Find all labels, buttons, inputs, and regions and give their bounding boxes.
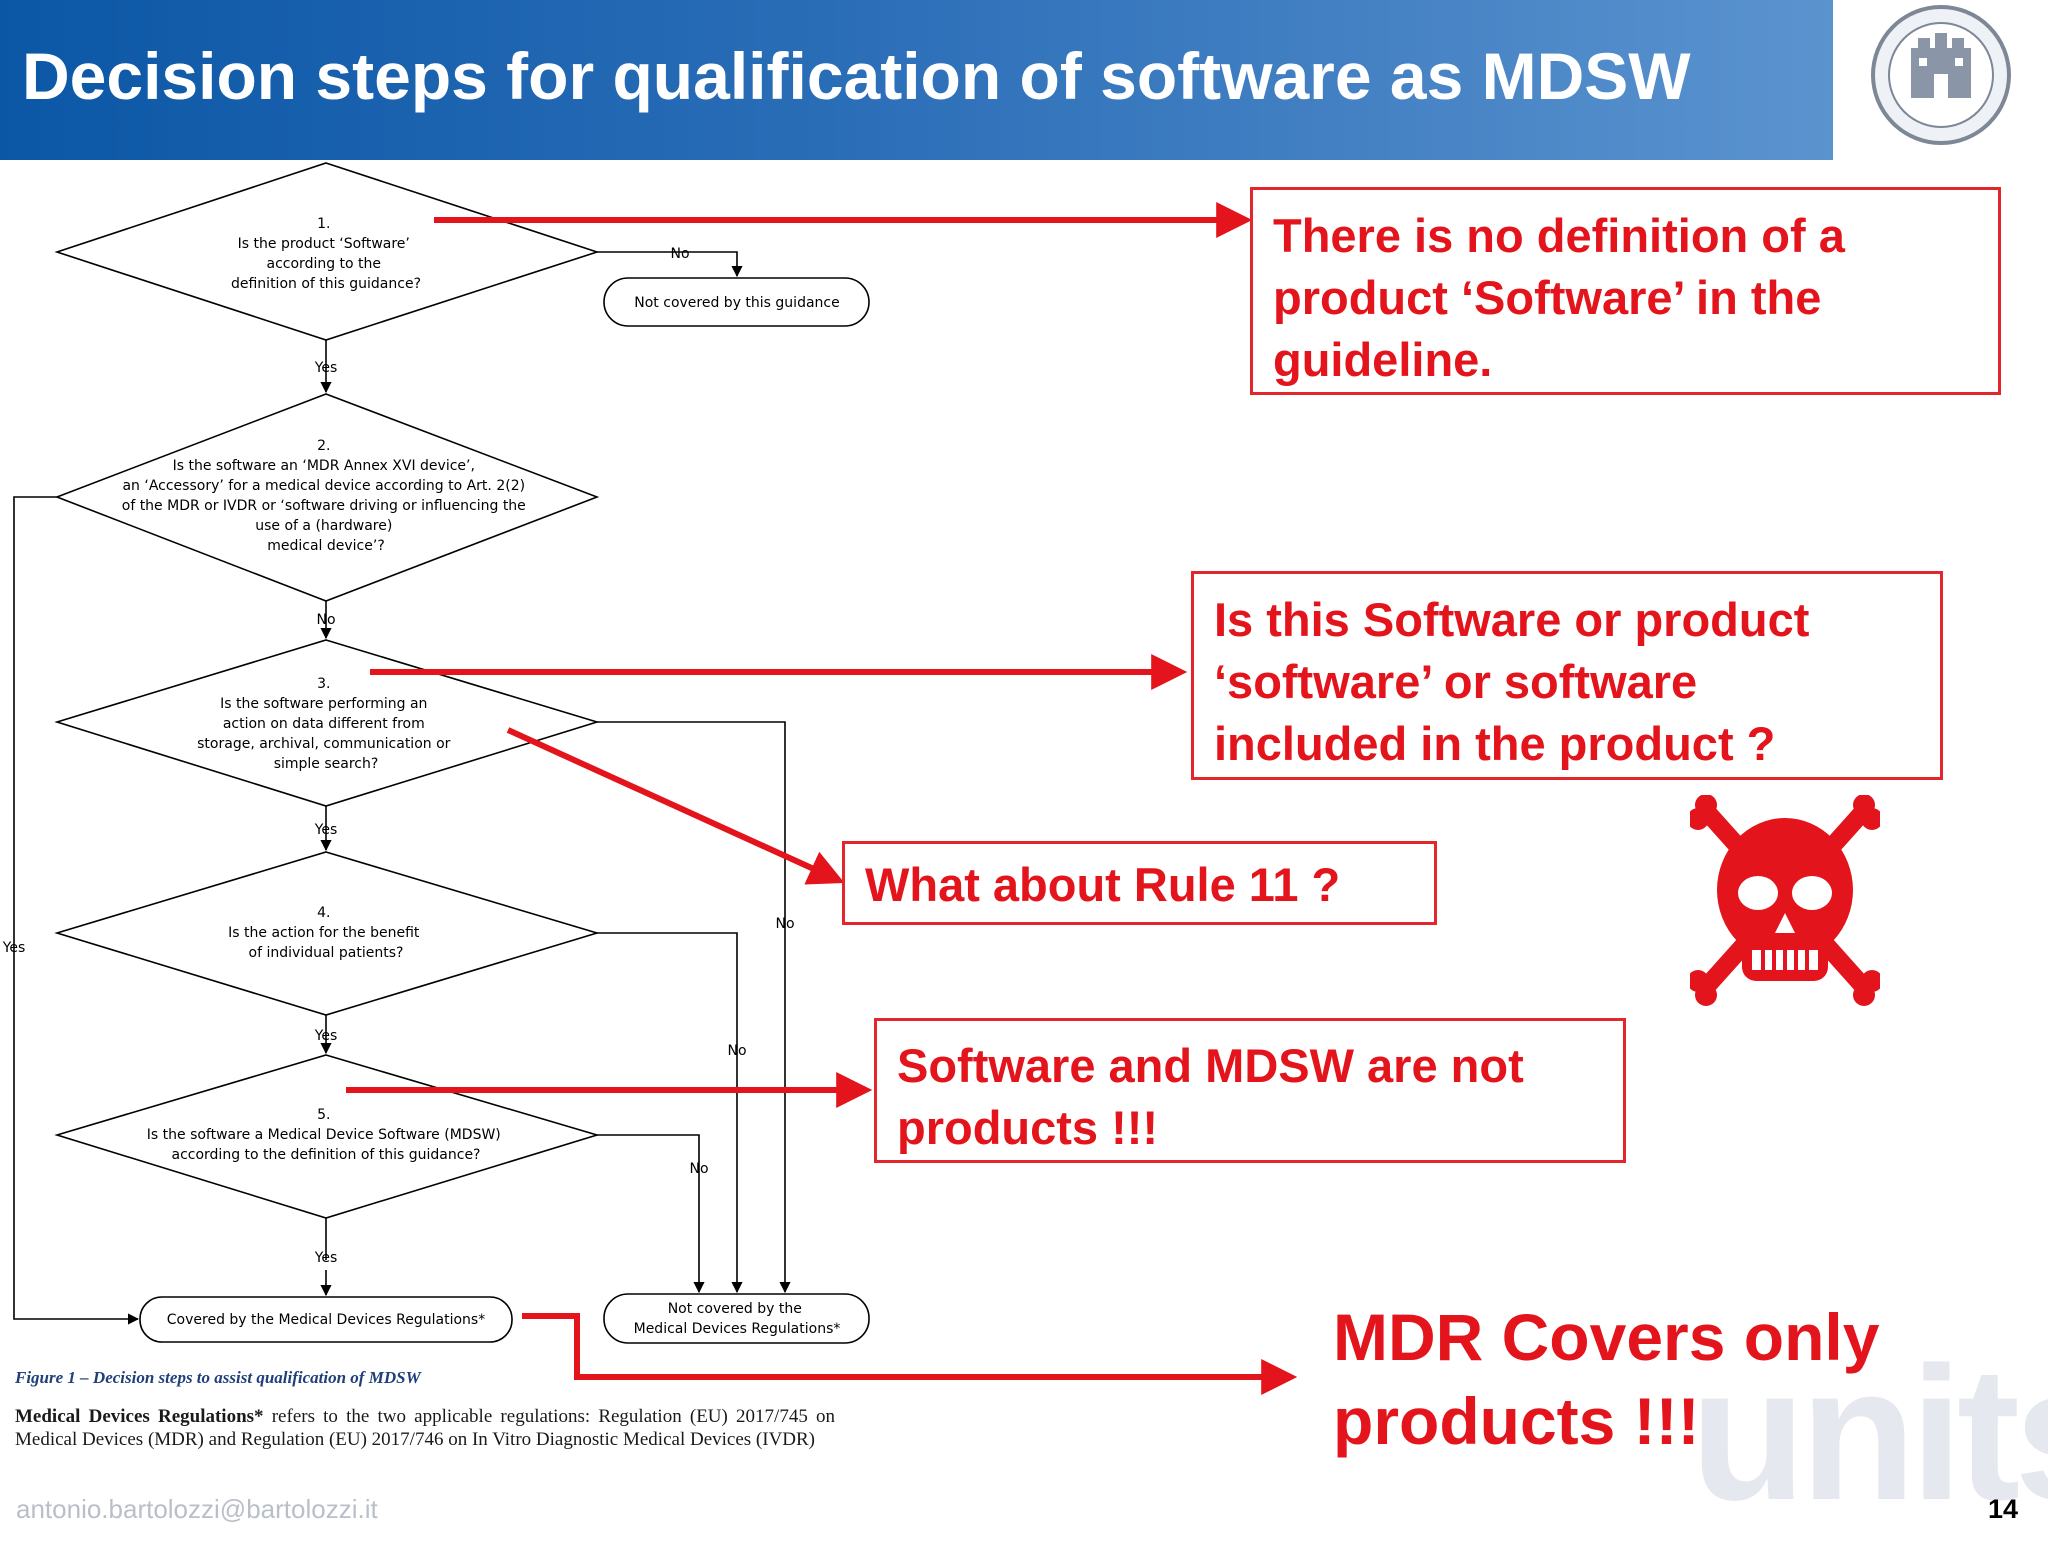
callout-rule-11: What about Rule 11 ? xyxy=(842,841,1437,925)
callout-line: Software and MDSW are not xyxy=(897,1039,1524,1092)
edge-q1-no xyxy=(597,251,743,278)
terminal-not-covered-label: Not covered by the Medical Devices Regul… xyxy=(634,1301,841,1337)
label-q2-no: No xyxy=(316,612,335,628)
label-q3-no: No xyxy=(775,916,794,932)
page-number: 14 xyxy=(1988,1494,2019,1524)
label-q3-yes: Yes xyxy=(314,822,338,838)
footnote: Medical Devices Regulations* refers to t… xyxy=(15,1405,835,1451)
callout-line: product ‘Software’ in the xyxy=(1273,271,1822,324)
watermark-logo: units xyxy=(1690,1328,2048,1540)
footnote-text: refers to the two applicable regulations… xyxy=(15,1406,835,1450)
q3-text: 3. Is the software performing an action … xyxy=(197,676,455,772)
callout-line: guideline. xyxy=(1273,333,1493,386)
callout-not-products: Software and MDSW are not products !!! xyxy=(874,1018,1626,1163)
label-q5-yes: Yes xyxy=(314,1250,338,1266)
terminal-not-guidance xyxy=(603,277,870,327)
label-q4-no: No xyxy=(727,1043,746,1059)
callout-line: ‘software’ or software xyxy=(1214,655,1698,708)
q5-text: 5. Is the software a Medical Device Soft… xyxy=(147,1107,505,1163)
edge-q2-yes xyxy=(13,496,140,1325)
terminal-covered-label: Covered by the Medical Devices Regulatio… xyxy=(167,1312,485,1328)
edge-q4-no xyxy=(597,932,743,1294)
callout-line: There is no definition of a xyxy=(1273,209,1845,262)
terminal-covered xyxy=(139,1296,513,1343)
footnote-term: Medical Devices Regulations* xyxy=(15,1406,264,1427)
university-seal-icon xyxy=(1871,5,2011,145)
red-arrow-5 xyxy=(522,1313,1298,1395)
edge-q3-no xyxy=(597,721,791,1294)
footer-email: antonio.bartolozzi@bartolozzi.it xyxy=(16,1494,378,1524)
q2-text: 2. Is the software an ‘MDR Annex XVI dev… xyxy=(122,438,531,554)
callout-no-definition: There is no definition of a product ‘Sof… xyxy=(1250,187,2001,395)
red-arrow-3 xyxy=(506,727,845,885)
callout-line: included in the product ? xyxy=(1214,717,1776,770)
q1-text: 1. Is the product ‘Software’ according t… xyxy=(231,216,421,292)
q4-text: 4. Is the action for the benefit of indi… xyxy=(228,905,424,961)
figure-caption: Figure 1 – Decision steps to assist qual… xyxy=(15,1368,421,1387)
callout-line: What about Rule 11 ? xyxy=(865,858,1341,911)
label-q5-no: No xyxy=(689,1161,708,1177)
label-q2-yes: Yes xyxy=(2,940,26,956)
callout-line: Is this Software or product xyxy=(1214,593,1810,646)
note-line: MDR Covers only xyxy=(1333,1300,1880,1374)
callout-line: products !!! xyxy=(897,1101,1159,1154)
label-q1-no: No xyxy=(670,246,689,262)
page-title: Decision steps for qualification of soft… xyxy=(22,39,1691,113)
mdr-covers-note: MDR Covers only products !!! xyxy=(1333,1295,1879,1463)
terminal-not-guidance-label: Not covered by this guidance xyxy=(634,295,839,311)
label-q1-yes: Yes xyxy=(314,360,338,376)
terminal-not-covered xyxy=(603,1293,870,1344)
label-q4-yes: Yes xyxy=(314,1028,338,1044)
note-line: products !!! xyxy=(1333,1384,1700,1458)
edge-q5-no xyxy=(597,1134,705,1294)
callout-software-question: Is this Software or product ‘software’ o… xyxy=(1191,571,1943,780)
skull-crossbones-icon xyxy=(1690,795,1880,1006)
title-bar: Decision steps for qualification of soft… xyxy=(0,0,1833,160)
